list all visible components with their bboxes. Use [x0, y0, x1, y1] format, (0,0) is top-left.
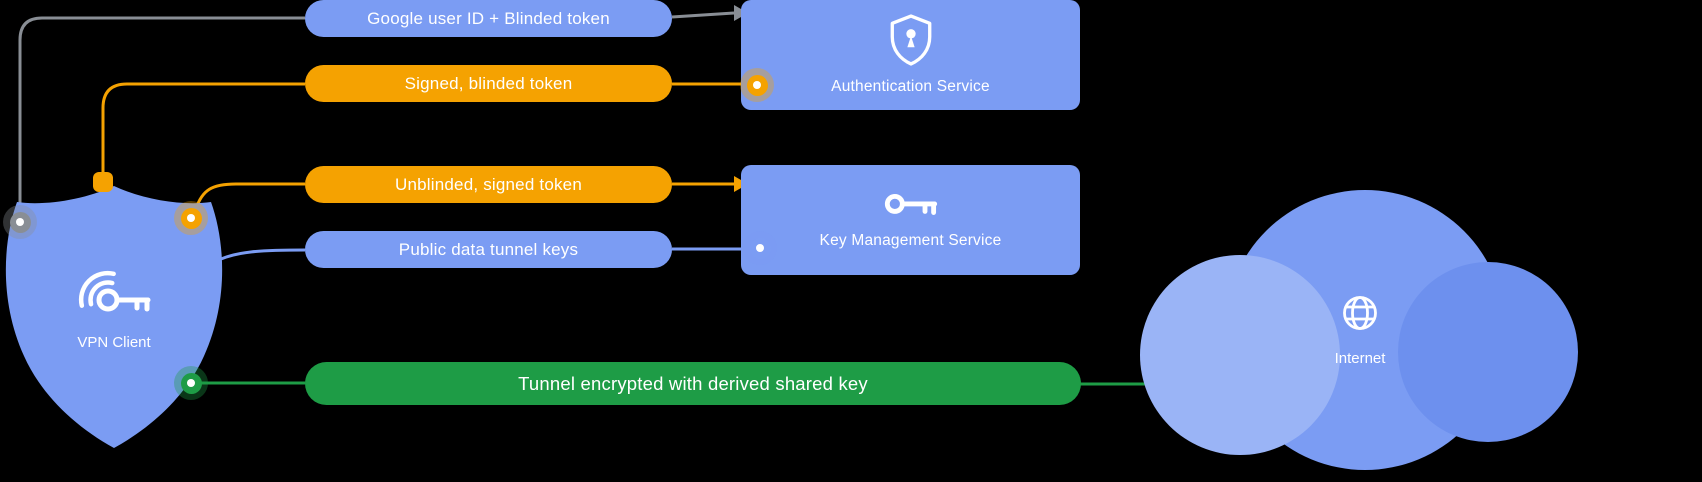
- internet-label: Internet: [1334, 350, 1386, 367]
- flow-line-userid-left: [18, 16, 305, 210]
- message-pill-unblinded-signed-token: Unblinded, signed token: [305, 166, 672, 203]
- connector-dot-vpn-unblinded: [174, 201, 208, 235]
- flow-line-userid-right: [671, 11, 735, 19]
- message-pill-signed-blinded-token: Signed, blinded token: [305, 65, 672, 102]
- message-pill-google-user-id: Google user ID + Blinded token: [305, 0, 672, 37]
- message-pill-public-data-tunnel-keys: Public data tunnel keys: [305, 231, 672, 268]
- key-wifi-icon: [78, 270, 151, 312]
- internet-cloud-right-lobe: [1398, 262, 1578, 442]
- shield-shape: [5, 186, 223, 448]
- authentication-service-label: Authentication Service: [831, 78, 990, 95]
- connector-dot-auth-service: [740, 68, 774, 102]
- shield-keyhole-icon: [890, 14, 931, 66]
- flow-line-signed-left: [101, 82, 305, 176]
- message-pill-encrypted-tunnel: Tunnel encrypted with derived shared key: [305, 362, 1081, 405]
- key-management-service-label: Key Management Service: [819, 232, 1002, 249]
- key-icon: [884, 193, 937, 215]
- authentication-service-node: Authentication Service: [741, 0, 1080, 110]
- vpn-client-label: VPN Client: [77, 334, 151, 351]
- connector-dot-vpn-userid: [3, 205, 37, 239]
- key-management-service-node: Key Management Service: [741, 165, 1080, 275]
- internet-cloud-left-lobe: [1140, 255, 1340, 455]
- connector-dot-vpn-tunnel: [174, 366, 208, 400]
- vpn-client-node: VPN Client: [0, 186, 230, 454]
- connector-dot-key-management: [743, 231, 777, 265]
- connector-node-vpn-signed-token: [93, 172, 113, 192]
- flow-line-publickeys-left: [220, 248, 306, 261]
- globe-icon: [1343, 296, 1377, 330]
